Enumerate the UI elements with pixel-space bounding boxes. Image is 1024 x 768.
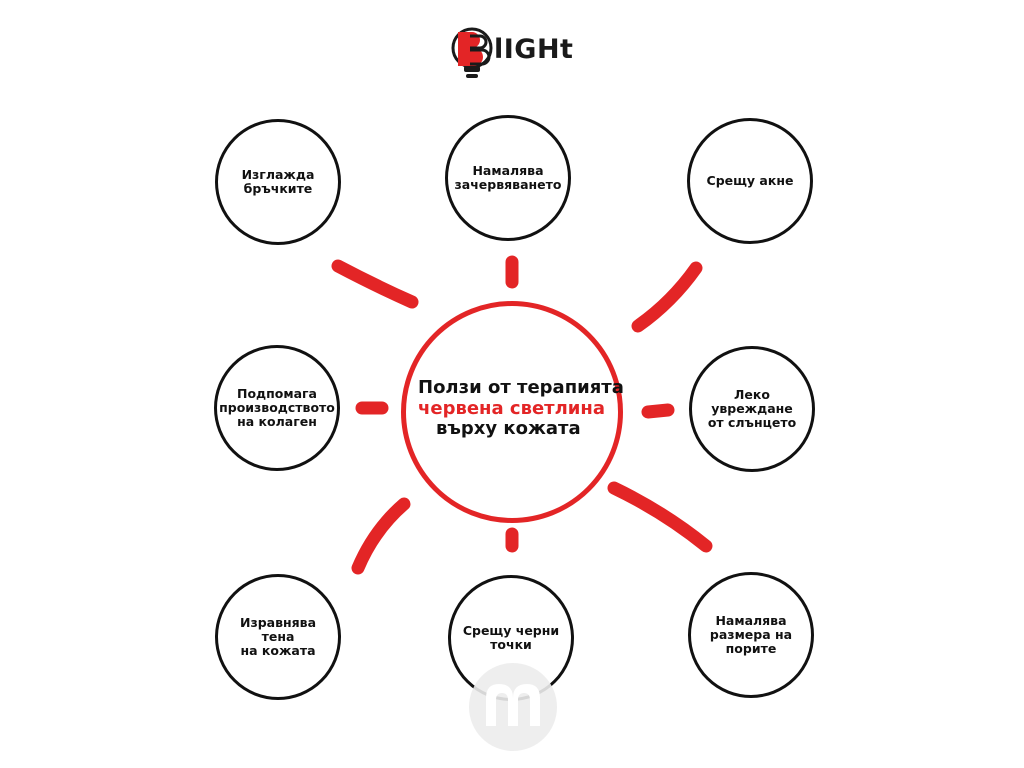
benefit-circle-acne: Срещу акне — [687, 118, 813, 244]
brand-logo: lIGHt — [448, 18, 578, 90]
center-title-line1: Ползи от терапията — [418, 377, 624, 398]
benefit-label: Намалява зачервяването — [454, 163, 562, 192]
benefit-circle-sun-damage: Леко увреждане от слънцето — [689, 346, 815, 472]
benefit-label: Изравнява тена на кожата — [239, 615, 317, 658]
benefit-circle-skin-tone: Изравнява тена на кожата — [215, 574, 341, 700]
center-title-line2: червена светлина — [418, 398, 605, 419]
logo-wordmark: lIGHt — [494, 34, 574, 65]
dash-bottom-left — [351, 497, 411, 575]
benefit-label: Срещу черни точки — [462, 623, 560, 652]
dash-bottom-right — [607, 481, 713, 553]
benefit-circle-redness: Намалява зачервяването — [445, 115, 571, 241]
benefit-label: Срещу акне — [706, 173, 794, 188]
benefit-label: Леко увреждане от слънцето — [707, 387, 797, 430]
benefit-circle-collagen: Подпомага производството на колаген — [214, 345, 340, 471]
dash-top-left — [331, 259, 419, 309]
benefit-label: Изглажда бръчките — [241, 167, 315, 196]
benefit-label: Намалява размера на порите — [709, 613, 793, 656]
dash-right — [641, 403, 675, 419]
watermark-icon — [469, 663, 557, 751]
center-circle — [401, 301, 623, 523]
benefit-circle-wrinkles: Изглажда бръчките — [215, 119, 341, 245]
benefit-circle-pores: Намалява размера на порите — [688, 572, 814, 698]
center-title-line3: върху кожата — [436, 418, 581, 439]
dash-top-right — [631, 261, 703, 333]
benefit-label: Подпомага производството на колаген — [219, 386, 335, 429]
bulb-logo-icon — [451, 27, 493, 78]
